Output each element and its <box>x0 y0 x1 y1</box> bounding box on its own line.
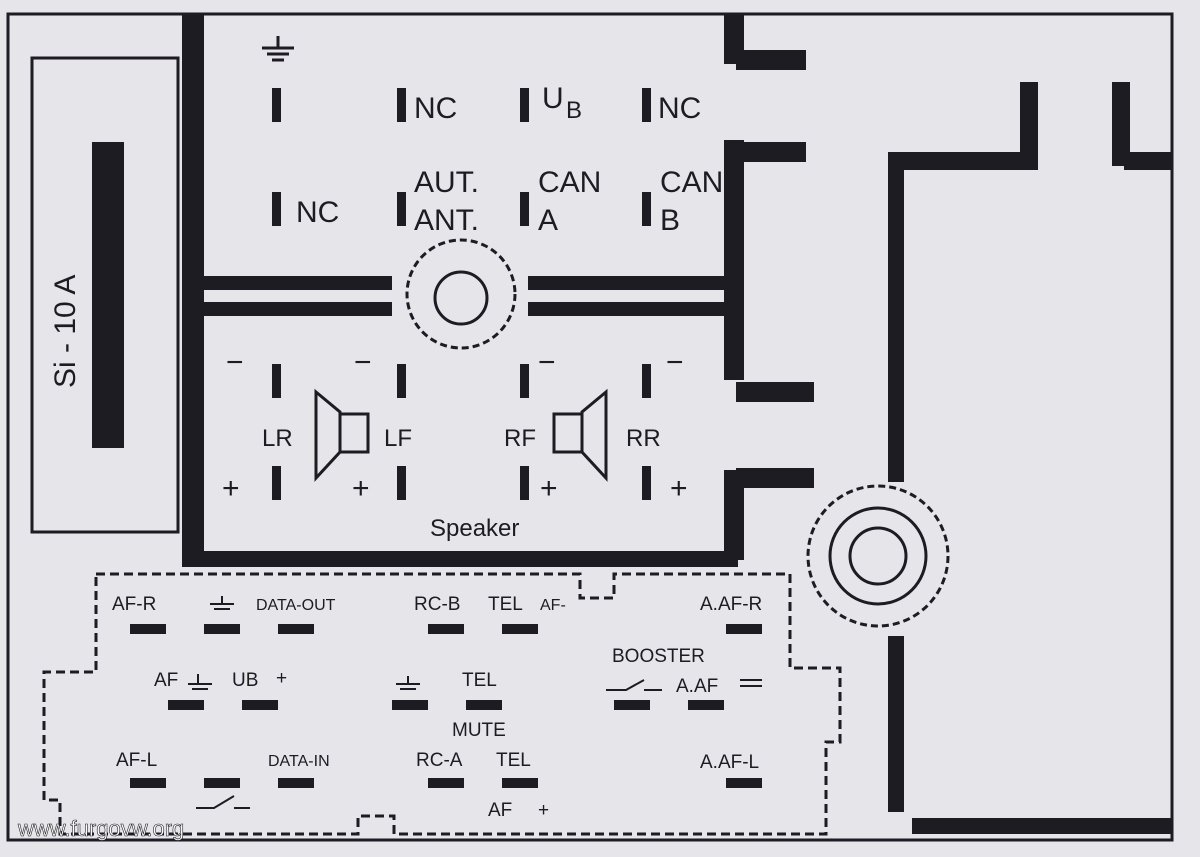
speaker-icon-right <box>552 388 608 482</box>
lr-minus: − <box>226 346 244 379</box>
pin-a-af-r: A.AF-R <box>700 594 762 615</box>
fuse-label: Si - 10 A <box>49 275 82 388</box>
lf-plus: + <box>352 472 370 505</box>
lf-minus: − <box>354 346 372 379</box>
pin-af-r: AF-R <box>112 594 156 615</box>
speaker-icon-left <box>314 388 370 482</box>
lr-plus: + <box>222 472 240 505</box>
pin-ant: ANT. <box>414 204 479 237</box>
right-mount-hole <box>806 484 950 628</box>
pin-af-minus: AF- <box>540 597 566 614</box>
pin-can-b: CAN <box>660 166 723 199</box>
rr-plus: + <box>670 472 688 505</box>
label-rr: RR <box>626 425 661 452</box>
pin-ub-subscript: B <box>566 97 582 124</box>
pin-af-l: AF-L <box>116 750 157 771</box>
fuse-outline <box>30 56 180 534</box>
bottom-ground-icons <box>188 596 762 690</box>
label-rf: RF <box>504 425 536 452</box>
pin-nc-left: NC <box>296 196 339 229</box>
top-center-hole <box>405 238 517 350</box>
pin-can-a-letter: A <box>538 204 558 237</box>
pin-tel-mid: TEL <box>462 670 497 691</box>
rr-minus: − <box>666 346 684 379</box>
speaker-caption: Speaker <box>430 515 519 542</box>
fuse-bar <box>92 142 124 448</box>
pin-can-a: CAN <box>538 166 601 199</box>
outer-frame <box>6 12 1174 842</box>
pin-rc-b: RC-B <box>414 594 460 615</box>
pin-af-ground: AF <box>154 670 178 691</box>
pin-mute: MUTE <box>452 720 506 741</box>
pin-af-plus-sign: + <box>538 800 549 821</box>
pin-data-out: DATA-OUT <box>256 597 336 614</box>
pin-af-plus: AF <box>488 800 512 821</box>
pin-nc-top-right: NC <box>658 92 701 125</box>
ground-icon <box>262 36 294 62</box>
pin-a-af: A.AF <box>676 676 718 697</box>
watermark: www.furgovw.org <box>17 816 184 841</box>
pin-tel-bottom: TEL <box>496 750 531 771</box>
bottom-pins <box>130 624 762 788</box>
speaker-pins <box>272 364 651 500</box>
bottom-connector-housing <box>42 572 842 836</box>
pin-a-af-l: A.AF-L <box>700 752 759 773</box>
pin-ub: U <box>542 82 564 115</box>
pin-rc-a: RC-A <box>416 750 463 771</box>
label-lr: LR <box>262 425 293 452</box>
switch-icons <box>196 679 662 809</box>
pin-booster: BOOSTER <box>612 646 705 667</box>
rf-minus: − <box>538 346 556 379</box>
pin-data-in: DATA-IN <box>268 753 330 770</box>
pin-ub-plus: + <box>276 668 287 689</box>
pin-ub-bottom: UB <box>232 670 258 691</box>
top-connector-housing <box>182 14 814 567</box>
pin-nc-top-left: NC <box>414 92 457 125</box>
label-lf: LF <box>384 425 412 452</box>
pin-tel-top: TEL <box>488 594 523 615</box>
pin-aut: AUT. <box>414 166 479 199</box>
top-pins <box>272 88 651 226</box>
rf-plus: + <box>540 472 558 505</box>
fuse-block: Si - 10 A <box>30 56 180 534</box>
pin-can-b-letter: B <box>660 204 680 237</box>
right-connector-housing <box>888 82 1172 834</box>
